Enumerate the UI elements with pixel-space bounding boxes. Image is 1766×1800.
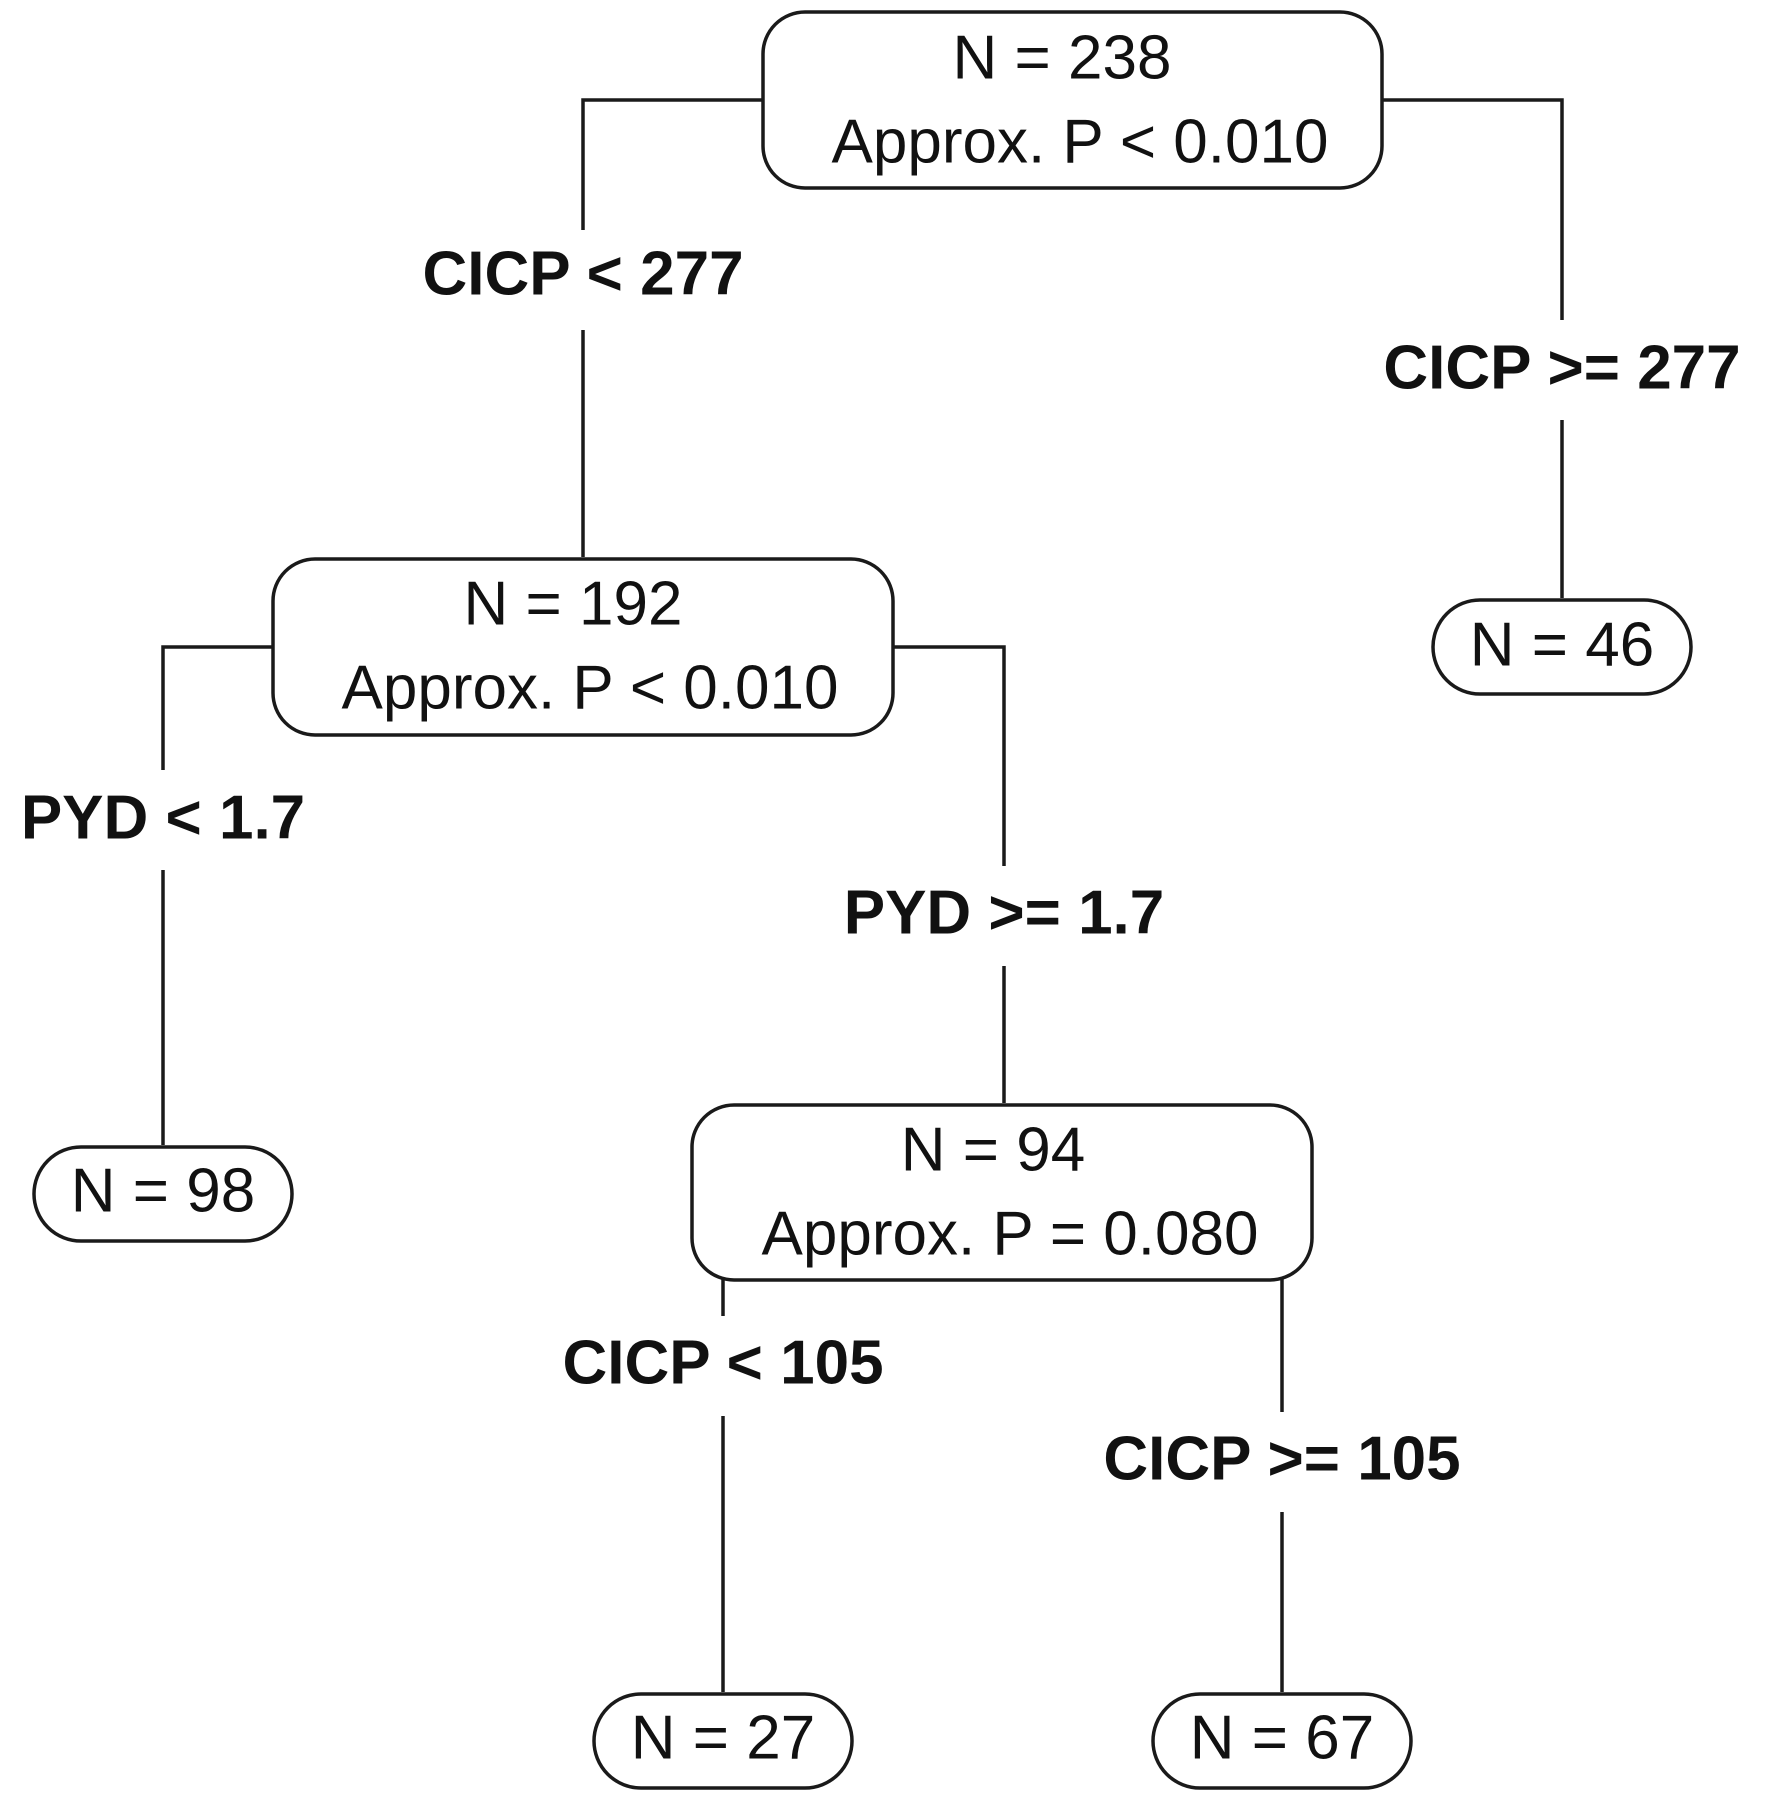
tree-leaf-bottom-left: N = 27: [592, 1692, 854, 1790]
node-root-pvalue: Approx. P < 0.010: [832, 107, 1329, 176]
leaf-right-count: N = 46: [1470, 610, 1654, 679]
node-left-count: N = 192: [464, 569, 683, 638]
tree-leaf-right: N = 46: [1431, 598, 1693, 696]
edge-left-to-far-left-leaf: [161, 645, 273, 1145]
split-label-left-right: PYD >= 1.7: [844, 878, 1165, 947]
node-root-count: N = 238: [953, 23, 1172, 92]
split-label-root-left: CICP < 277: [422, 239, 743, 308]
leaf-bottom-right-count: N = 67: [1190, 1703, 1374, 1772]
node-mid-pvalue: Approx. P = 0.080: [762, 1199, 1259, 1268]
leaf-far-left-count: N = 98: [71, 1156, 255, 1225]
tree-node-mid: N = 94 Approx. P = 0.080: [690, 1103, 1314, 1282]
tree-leaf-bottom-right: N = 67: [1151, 1692, 1413, 1790]
split-label-mid-right: CICP >= 105: [1103, 1424, 1460, 1493]
leaf-bottom-left-count: N = 27: [631, 1703, 815, 1772]
tree-node-root: N = 238 Approx. P < 0.010: [761, 10, 1384, 190]
node-left-pvalue: Approx. P < 0.010: [342, 653, 839, 722]
split-label-root-right: CICP >= 277: [1383, 333, 1740, 402]
edge-root-to-right-leaf: [1382, 98, 1564, 598]
node-mid-count: N = 94: [901, 1115, 1085, 1184]
edge-root-to-left: [581, 98, 763, 557]
split-label-mid-left: CICP < 105: [562, 1328, 883, 1397]
split-label-left-left: PYD < 1.7: [21, 783, 305, 852]
tree-node-left: N = 192 Approx. P < 0.010: [271, 557, 895, 737]
tree-leaf-far-left: N = 98: [32, 1145, 294, 1243]
split-labels: CICP < 277 CICP >= 277 PYD < 1.7 PYD >= …: [0, 230, 1766, 1512]
